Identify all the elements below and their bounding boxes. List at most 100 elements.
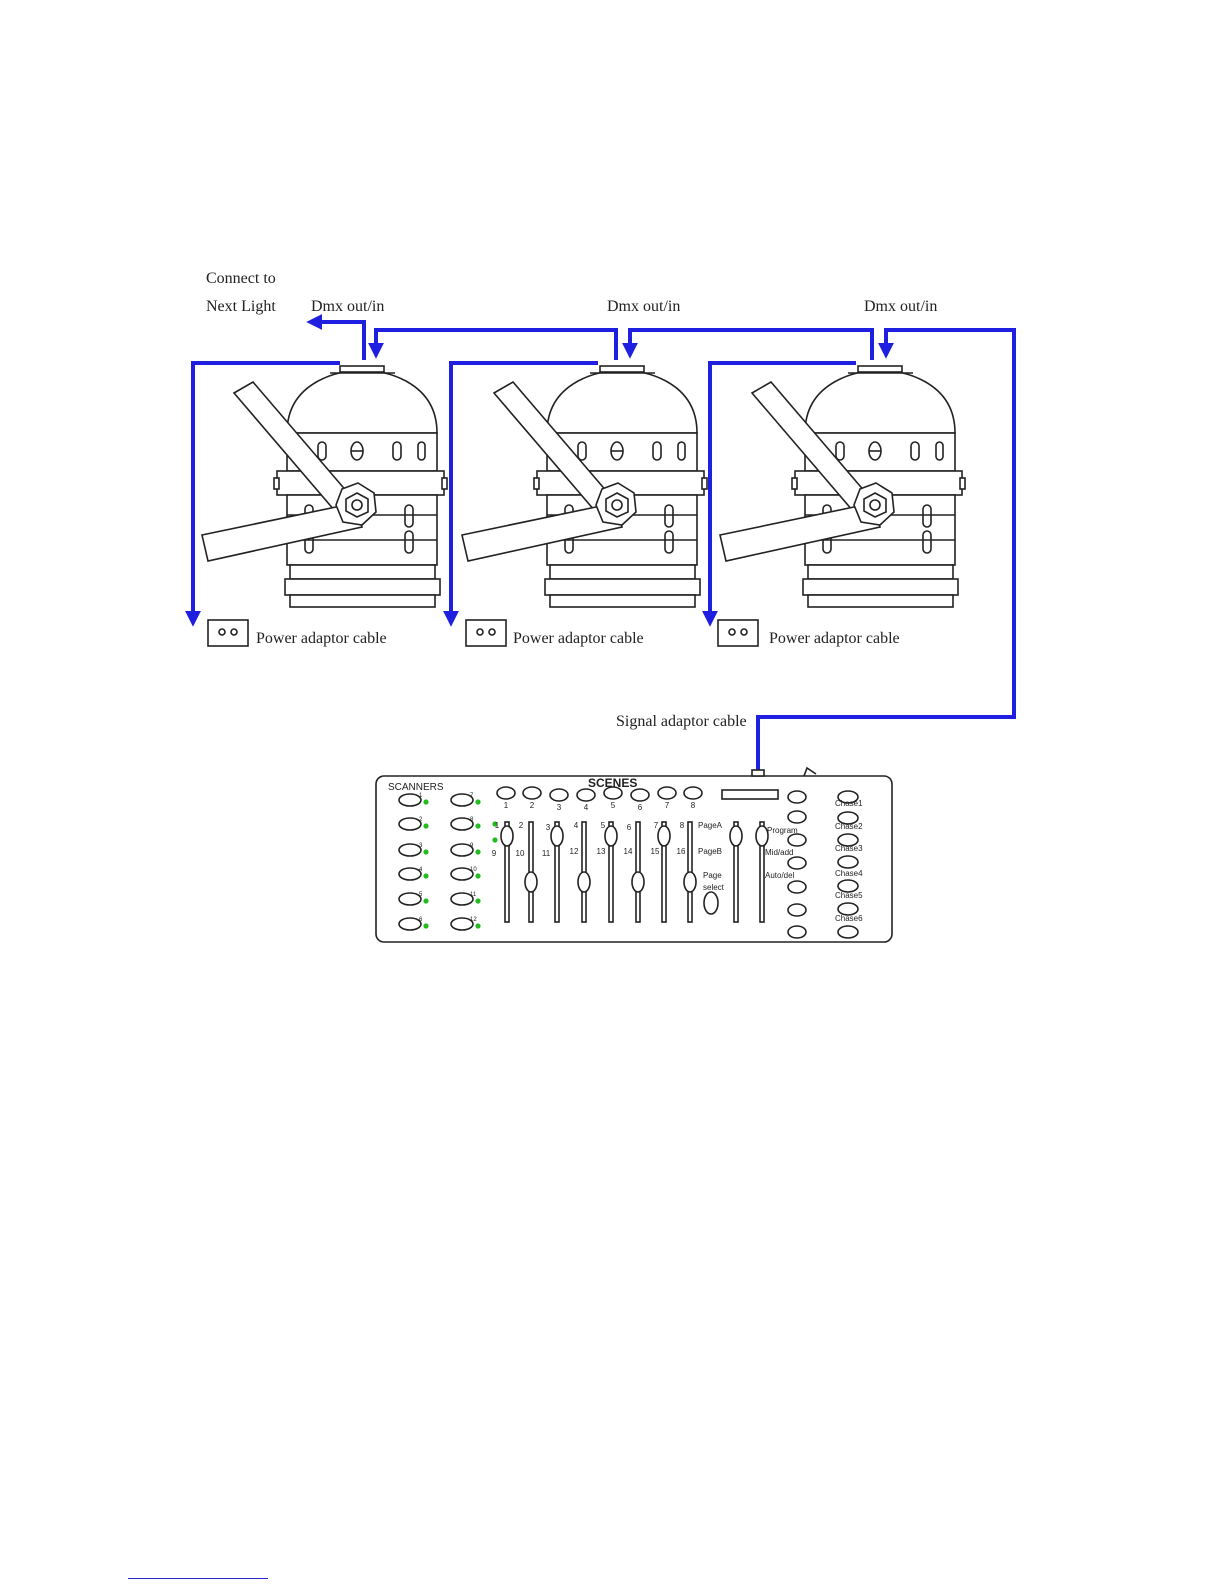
chase-label-6: Chase6: [835, 914, 863, 923]
scanner-button-11[interactable]: [450, 892, 474, 906]
scanner-button-3[interactable]: [398, 843, 422, 857]
chase-button-7[interactable]: [837, 925, 859, 939]
scanner-button-8[interactable]: [450, 817, 474, 831]
scanner-button-4[interactable]: [398, 867, 422, 881]
fader-knob-8[interactable]: [683, 871, 697, 893]
scanner-number-9: 9: [470, 843, 474, 849]
auto-del-button[interactable]: [787, 880, 807, 894]
scanner-button-6[interactable]: [398, 917, 422, 931]
fader-knob-5[interactable]: [604, 825, 618, 847]
scene-button-4[interactable]: [576, 788, 596, 802]
scanner-button-10[interactable]: [450, 867, 474, 881]
scanner-number-12: 12: [470, 917, 477, 923]
power-plug-icon-2: [465, 619, 507, 647]
fader-led-bottom: [492, 837, 498, 843]
chase-label-5: Chase5: [835, 891, 863, 900]
scanner-button-7[interactable]: [450, 793, 474, 807]
par-light-2: [461, 365, 708, 608]
fader-track-master-2: [759, 821, 765, 923]
scanner-button-1[interactable]: [398, 793, 422, 807]
fader-track-7: [661, 821, 667, 923]
scanner-button-12[interactable]: [450, 917, 474, 931]
fader-number-3: 3: [546, 823, 551, 832]
scanners-title: SCANNERS: [388, 782, 444, 793]
scanner-led-12: [475, 923, 481, 929]
fader-number-16: 16: [677, 847, 686, 856]
scene-number-1: 1: [504, 801, 509, 810]
scene-number-2: 2: [530, 801, 535, 810]
scene-button-2[interactable]: [522, 786, 542, 800]
fader-knob-1[interactable]: [500, 825, 514, 847]
fader-knob-7[interactable]: [657, 825, 671, 847]
scene-button-1[interactable]: [496, 786, 516, 800]
scene-button-8[interactable]: [683, 786, 703, 800]
function-button-7[interactable]: [787, 925, 807, 939]
scene-button-5[interactable]: [603, 786, 623, 800]
fader-number-13: 13: [597, 847, 606, 856]
chase-label-1: Chase1: [835, 799, 863, 808]
channel-faders: [500, 821, 769, 923]
fader-knob-4[interactable]: [577, 871, 591, 893]
fader-knob-2[interactable]: [524, 871, 538, 893]
fader-knob-3[interactable]: [550, 825, 564, 847]
dmx-label-1: Dmx out/in: [311, 298, 384, 315]
scanner-led-1: [423, 799, 429, 805]
fader-number-4: 4: [574, 821, 579, 830]
power-plug-icon-3: [717, 619, 759, 647]
chase-button-5[interactable]: [837, 879, 859, 893]
scene-buttons: [496, 786, 703, 802]
fader-knob-master-1[interactable]: [729, 825, 743, 847]
function-button-1[interactable]: [787, 790, 807, 804]
fader-number-9: 9: [492, 849, 497, 858]
fader-knob-6[interactable]: [631, 871, 645, 893]
dmx-link-cable-1: [368, 328, 618, 360]
program-button[interactable]: [787, 833, 807, 847]
dmx-out-next-light-cable: [306, 314, 366, 360]
power-cable-3: [702, 361, 856, 627]
chase-button-1[interactable]: [837, 790, 859, 804]
scanner-led-8: [475, 823, 481, 829]
function-button-6[interactable]: [787, 903, 807, 917]
fader-led-top: [492, 821, 498, 827]
chase-buttons: [837, 790, 859, 939]
fader-track-master-1: [733, 821, 739, 923]
function-button-2[interactable]: [787, 810, 807, 824]
next-light-label: Next Light: [206, 298, 276, 315]
fader-track-3: [554, 821, 560, 923]
scanner-button-9[interactable]: [450, 843, 474, 857]
fader-number-7: 7: [654, 821, 659, 830]
fader-number-12: 12: [570, 847, 579, 856]
scanner-number-5: 5: [419, 892, 423, 898]
scanner-leds: [423, 799, 481, 929]
scene-number-5: 5: [611, 801, 616, 810]
scanner-led-2: [423, 823, 429, 829]
scanner-button-5[interactable]: [398, 892, 422, 906]
scanner-led-9: [475, 849, 481, 855]
page-select-button[interactable]: [703, 891, 719, 915]
fader-number-10: 10: [516, 849, 525, 858]
scene-button-3[interactable]: [549, 788, 569, 802]
scene-button-6[interactable]: [630, 788, 650, 802]
auto-del-label: Auto/del: [765, 871, 795, 880]
scanner-led-5: [423, 898, 429, 904]
scanner-number-1: 1: [419, 793, 423, 799]
page-select-label-2: select: [703, 883, 725, 892]
scanner-led-11: [475, 898, 481, 904]
par-light-3: [719, 365, 966, 608]
scanner-button-2[interactable]: [398, 817, 422, 831]
chase-button-2[interactable]: [837, 811, 859, 825]
chase-button-4[interactable]: [837, 855, 859, 869]
power-label-1: Power adaptor cable: [256, 630, 387, 647]
scene-button-7[interactable]: [657, 786, 677, 800]
chase-label-4: Chase4: [835, 869, 863, 878]
fader-knob-master-2[interactable]: [755, 825, 769, 847]
scanner-led-4: [423, 873, 429, 879]
midi-add-button[interactable]: [787, 856, 807, 870]
scene-number-6: 6: [638, 803, 643, 812]
scanner-number-6: 6: [419, 917, 423, 923]
chase-button-6[interactable]: [837, 902, 859, 916]
scene-number-7: 7: [665, 801, 670, 810]
chase-button-3[interactable]: [837, 833, 859, 847]
signal-cable: [756, 328, 1016, 772]
scanner-led-3: [423, 849, 429, 855]
